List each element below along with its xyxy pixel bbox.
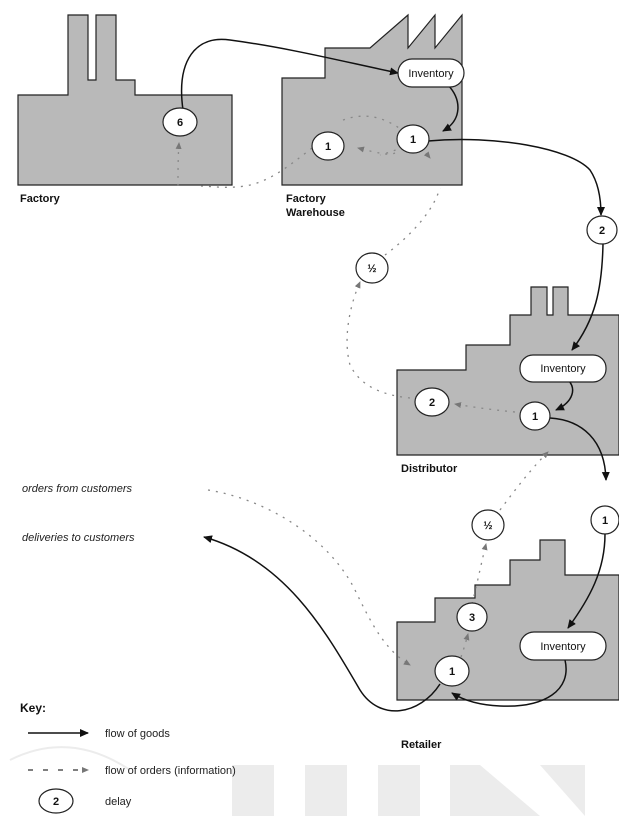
svg-text:½: ½ — [367, 263, 376, 275]
delay-retailer-shipping: 1 — [434, 655, 470, 687]
delay-warehouse-orders: 1 — [311, 131, 345, 161]
delay-warehouse-shipping: 1 — [396, 124, 430, 154]
delay-distributor-shipping: 1 — [519, 401, 551, 431]
watermark — [9, 746, 585, 816]
svg-text:1: 1 — [325, 141, 331, 153]
svg-text:1: 1 — [410, 134, 416, 146]
key-goods-label: flow of goods — [105, 728, 170, 740]
svg-text:2: 2 — [599, 225, 605, 237]
order-flows — [175, 115, 549, 673]
factory-building — [17, 14, 233, 186]
inventory-node-warehouse: Inventory — [397, 58, 465, 88]
distributor-building — [396, 286, 619, 456]
svg-text:2: 2 — [429, 397, 435, 409]
deliveries-to-customers-label: deliveries to customers — [22, 532, 135, 544]
key-title: Key: — [20, 701, 46, 715]
delay-distributor-order-half: ½ — [355, 252, 389, 284]
key-orders-label: flow of orders (information) — [105, 765, 236, 777]
svg-text:6: 6 — [177, 117, 183, 129]
goods-flows — [181, 38, 610, 712]
retailer-building — [396, 539, 619, 701]
inventory-label: Inventory — [540, 363, 586, 375]
distributor-label: Distributor — [401, 463, 458, 475]
factory-warehouse-label-line2: Warehouse — [286, 207, 345, 219]
delay-retailer-orders: 3 — [456, 602, 488, 632]
delay-factory: 6 — [162, 107, 198, 137]
delay-warehouse-to-distributor: 2 — [586, 215, 618, 245]
factory-warehouse-label-line1: Factory — [286, 193, 327, 205]
svg-text:½: ½ — [483, 520, 492, 532]
retailer-label: Retailer — [401, 739, 442, 751]
inventory-node-retailer: Inventory — [519, 631, 607, 661]
delay-distributor-to-retailer: 1 — [590, 505, 619, 535]
inventory-label: Inventory — [408, 68, 454, 80]
factory-warehouse-building — [281, 13, 463, 186]
orders-from-customers-label: orders from customers — [22, 483, 133, 495]
delay-distributor-orders: 2 — [414, 387, 450, 417]
svg-text:1: 1 — [449, 666, 455, 678]
inventory-label: Inventory — [540, 641, 586, 653]
delay-retailer-order-half: ½ — [471, 509, 505, 541]
svg-text:3: 3 — [469, 612, 475, 624]
key-delay-label: delay — [105, 796, 132, 808]
svg-text:1: 1 — [602, 515, 608, 527]
inventory-node-distributor: Inventory — [519, 354, 607, 383]
delay-symbol — [38, 788, 74, 814]
factory-label: Factory — [20, 193, 61, 205]
legend: Key: flow of goods flow of orders (infor… — [20, 701, 236, 814]
svg-text:2: 2 — [53, 796, 59, 808]
svg-text:1: 1 — [532, 411, 538, 423]
